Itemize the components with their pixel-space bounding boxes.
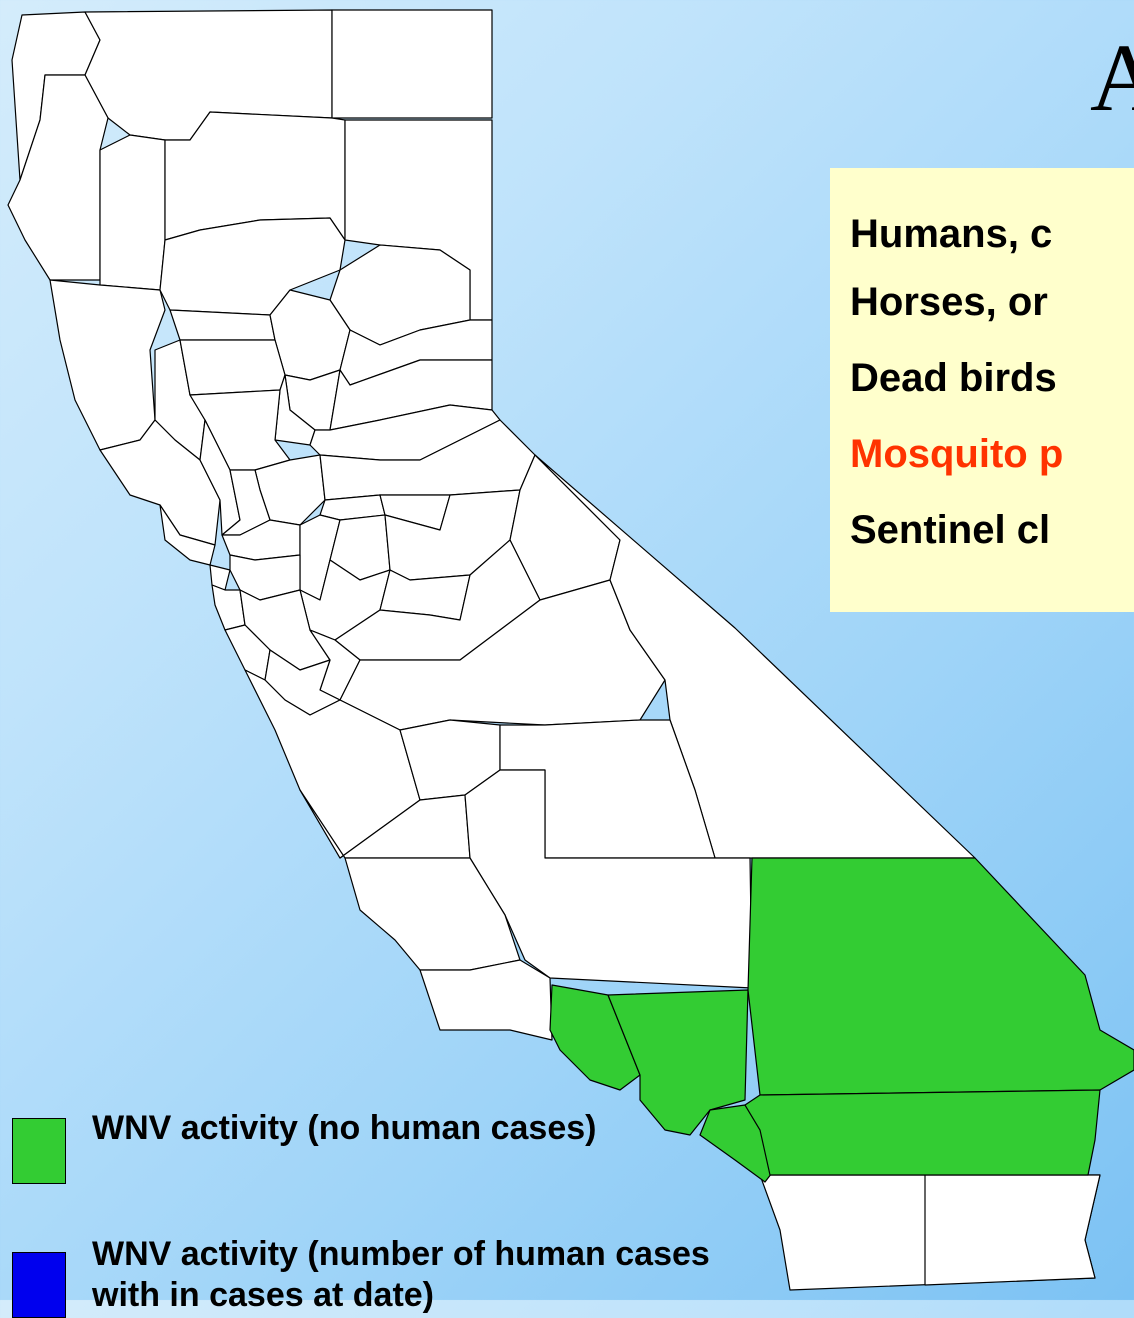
category-dead-birds: Dead birds [850,356,1057,400]
county-ventura [419,959,553,1041]
county-trinity [99,134,166,291]
county-riverside-green [744,1089,1101,1176]
county-colusa [179,339,286,396]
legend-swatch-blue [12,1252,66,1318]
category-sentinel: Sentinel cl [850,508,1051,552]
county-imperial [924,1174,1101,1286]
activity-categories-panel: Humans, c Horses, or Dead birds Mosquito… [830,168,1134,612]
legend-swatch-green [12,1118,66,1184]
county-san-bernardino-green [747,857,1134,1096]
category-humans: Humans, c [850,212,1053,256]
page-heading: A [1090,24,1134,131]
county-mendocino [49,279,166,451]
category-horses: Horses, or [850,280,1048,324]
legend-label-no-human-cases: WNV activity (no human cases) [92,1109,597,1147]
county-glenn [169,309,276,341]
county-los-angeles-green [607,989,749,1136]
county-modoc [331,9,493,119]
category-mosquito: Mosquito p [850,432,1064,476]
legend-label-human-cases: WNV activity (number of human cases with… [92,1235,710,1314]
